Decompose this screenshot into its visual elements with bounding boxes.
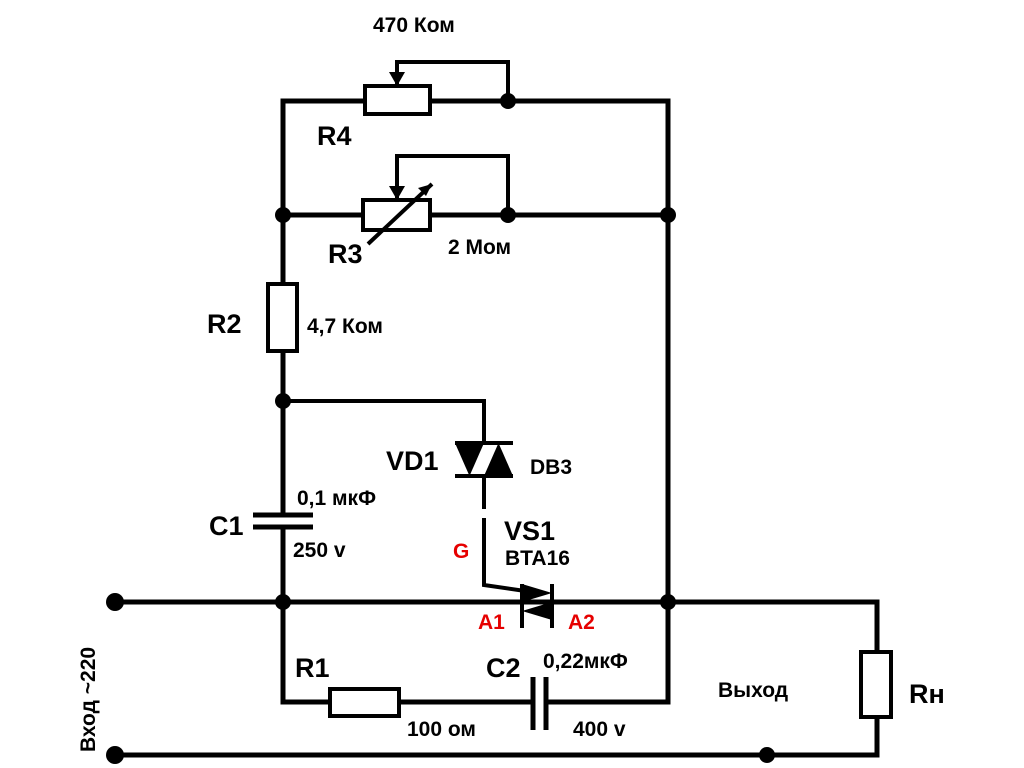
c1-name-label: C1 bbox=[209, 511, 244, 541]
input-terminal-bottom bbox=[106, 746, 124, 764]
gate-pin-label: G bbox=[453, 540, 469, 563]
r1-resistor bbox=[328, 687, 401, 718]
load-name-label: Rн bbox=[909, 679, 945, 709]
junctions bbox=[106, 93, 775, 764]
c2-capacitor bbox=[530, 677, 549, 730]
c2-voltage-label: 400 v bbox=[573, 718, 626, 741]
c1-capacitor bbox=[253, 512, 313, 530]
load-resistor bbox=[859, 650, 893, 719]
a2-pin-label: A2 bbox=[568, 611, 595, 634]
r4-wiper-arrow bbox=[389, 72, 405, 86]
c1-voltage-label: 250 v bbox=[293, 539, 346, 562]
output-label: Выход bbox=[718, 679, 788, 702]
vs1-triac bbox=[520, 584, 554, 628]
r4-resistor bbox=[363, 84, 432, 116]
r2-name-label: R2 bbox=[207, 309, 242, 339]
r2-resistor bbox=[266, 282, 299, 353]
r3-wiper-arrow bbox=[389, 186, 405, 200]
r1-name-label: R1 bbox=[295, 653, 330, 683]
vs1-type-label: BTA16 bbox=[505, 547, 570, 570]
vs1-name-label: VS1 bbox=[504, 516, 555, 546]
input-label: Вход ~220 bbox=[77, 647, 100, 752]
vd1-name-label: VD1 bbox=[386, 446, 439, 476]
c2-name-label: C2 bbox=[486, 653, 521, 683]
r4-name-label: R4 bbox=[317, 121, 352, 151]
r4-value-label: 470 Ком bbox=[373, 14, 455, 37]
a1-pin-label: A1 bbox=[478, 611, 505, 634]
r3-value-label: 2 Мом bbox=[448, 236, 511, 259]
wires bbox=[112, 60, 880, 758]
r2-value-label: 4,7 Ком bbox=[307, 315, 383, 338]
input-terminal-top bbox=[106, 593, 124, 611]
c1-value-label: 0,1 мкФ bbox=[297, 487, 376, 510]
output-terminal bbox=[759, 747, 775, 763]
c2-value-label: 0,22мкФ bbox=[543, 650, 628, 673]
vd1-diac bbox=[455, 441, 513, 478]
r3-name-label: R3 bbox=[328, 239, 363, 269]
vd1-type-label: DB3 bbox=[530, 456, 572, 479]
r3-adjust-arrow bbox=[366, 182, 434, 246]
r1-value-label: 100 ом bbox=[407, 718, 476, 741]
